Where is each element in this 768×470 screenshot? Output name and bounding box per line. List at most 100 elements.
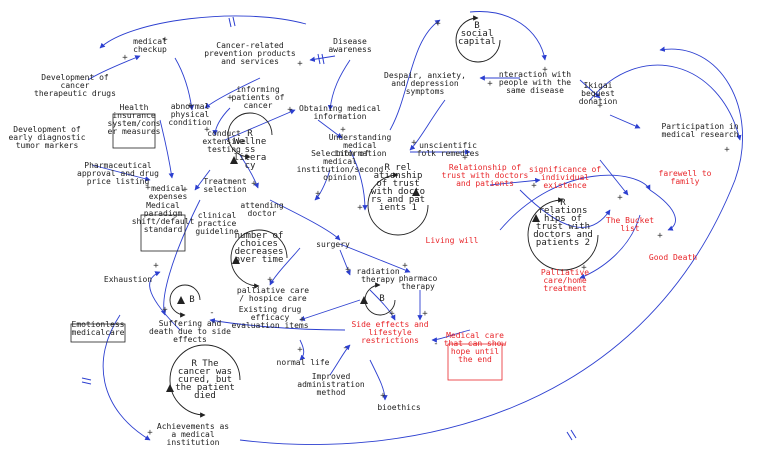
svg-text:-: - bbox=[433, 339, 438, 349]
svg-text:+: + bbox=[187, 101, 193, 111]
hope-care-box bbox=[447, 343, 503, 381]
svg-text:+: + bbox=[487, 79, 493, 89]
svg-text:+: + bbox=[287, 105, 293, 115]
health-insurance-box bbox=[112, 113, 156, 149]
svg-text:+: + bbox=[315, 189, 321, 199]
svg-text:+: + bbox=[145, 183, 151, 193]
node-good-death: Good Death bbox=[649, 253, 697, 262]
svg-text:+: + bbox=[435, 19, 441, 29]
svg-text:+: + bbox=[182, 185, 188, 195]
svg-text:+: + bbox=[345, 265, 351, 275]
svg-text:+: + bbox=[581, 263, 587, 273]
svg-text:+: + bbox=[267, 275, 273, 285]
loop-exhaustion-b: B bbox=[189, 295, 194, 305]
svg-text:+: + bbox=[462, 153, 468, 163]
causal-links bbox=[81, 11, 744, 445]
svg-text:+: + bbox=[411, 138, 417, 148]
emotionless-care-box bbox=[70, 323, 126, 343]
svg-text:+: + bbox=[657, 231, 663, 241]
svg-text:+: + bbox=[422, 309, 428, 319]
svg-text:+: + bbox=[251, 179, 257, 189]
node-palliative-hospice: palliative care/ hospice care bbox=[237, 286, 309, 303]
svg-text:+: + bbox=[340, 125, 346, 135]
svg-text:+: + bbox=[297, 59, 303, 69]
svg-text:+: + bbox=[122, 53, 128, 63]
svg-text:+: + bbox=[724, 145, 730, 155]
svg-text:+: + bbox=[542, 65, 548, 75]
svg-text:-: - bbox=[342, 343, 347, 353]
svg-text:+: + bbox=[357, 203, 363, 213]
svg-text:+: + bbox=[617, 193, 623, 203]
svg-text:+: + bbox=[389, 309, 395, 319]
svg-text:+: + bbox=[297, 345, 303, 355]
svg-text:+: + bbox=[380, 391, 386, 401]
svg-text:+: + bbox=[299, 315, 305, 325]
node-exhaustion: Exhaustion bbox=[104, 275, 152, 284]
svg-text:+: + bbox=[162, 305, 168, 315]
node-normal-life: normal life bbox=[277, 358, 330, 367]
svg-text:-: - bbox=[209, 308, 214, 318]
svg-text:+: + bbox=[204, 125, 210, 135]
svg-text:+: + bbox=[402, 261, 408, 271]
link-polarity-signs: + + + + + + + + + + + + + + + + + + + + … bbox=[122, 19, 730, 438]
node-living-will: Living will bbox=[426, 236, 479, 245]
svg-text:+: + bbox=[531, 181, 537, 191]
feedback-loops bbox=[166, 15, 599, 418]
node-bioethics: bioethics bbox=[377, 403, 421, 412]
node-surgery: surgery bbox=[316, 240, 350, 249]
loop-radiation-b: B bbox=[379, 294, 384, 304]
paradigm-shift-box bbox=[140, 214, 186, 252]
svg-text:+: + bbox=[227, 93, 233, 103]
svg-text:+: + bbox=[147, 428, 153, 438]
svg-text:+: + bbox=[597, 101, 603, 111]
svg-text:+: + bbox=[153, 261, 159, 271]
svg-text:+: + bbox=[162, 35, 168, 45]
